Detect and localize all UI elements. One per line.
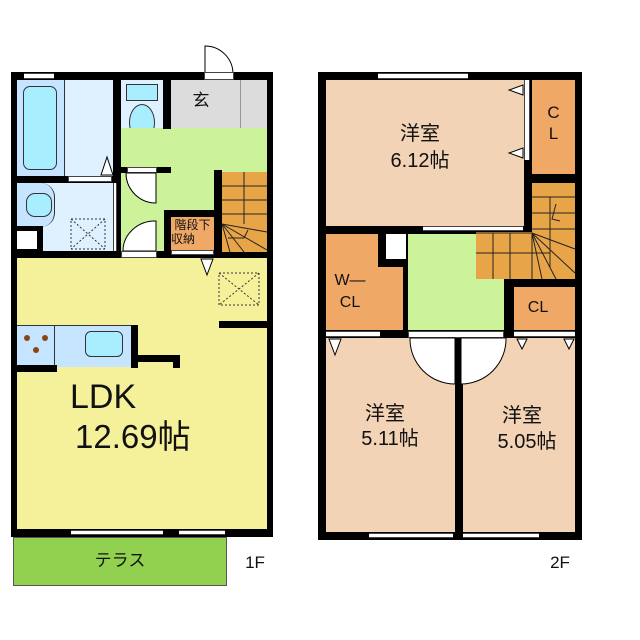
refrigerator-space-icon — [218, 272, 260, 306]
room-b-window — [369, 533, 453, 538]
western-room-c-size: 5.05帖 — [497, 431, 557, 453]
kitchen-bottom-wall — [11, 365, 57, 372]
washbasin-icon — [26, 193, 52, 217]
closet-top-label-c: C — [547, 103, 560, 122]
kitchen-back-wall-end — [173, 355, 180, 368]
closet-door-indicator-icon — [507, 147, 524, 159]
western-room-c-name: 洋室 — [502, 405, 542, 427]
toilet-tank-icon — [126, 84, 158, 101]
room-c-top-sill — [514, 331, 575, 337]
ldk-door-indicator-icon — [200, 258, 214, 277]
burner-icon — [24, 335, 30, 341]
entrance-label: 玄 — [192, 91, 210, 110]
stair-wall-1f — [214, 170, 222, 255]
closet-door-indicator-icon — [328, 338, 342, 357]
floor-label-2f: 2F — [550, 553, 570, 572]
bathtub-icon — [23, 86, 57, 170]
closet-door-indicator-icon — [563, 338, 575, 351]
closet-door-indicator-icon — [507, 84, 524, 96]
ldk-partition — [219, 321, 269, 328]
western-room-a-name: 洋室 — [400, 123, 440, 145]
room-b-top-sill — [326, 331, 380, 337]
terrace — [13, 537, 227, 586]
room-a-door-sill — [423, 226, 523, 231]
walk-in-closet-ext — [378, 267, 403, 330]
closet-top-label-l: L — [548, 124, 559, 143]
sink-icon — [85, 331, 123, 357]
washing-machine-pan-icon — [70, 218, 106, 250]
toilet-door-swing-icon — [125, 172, 157, 204]
hall-bottom-sill — [408, 331, 504, 338]
ldk-window-right — [179, 530, 225, 535]
ldk-size-label: 12.69帖 — [75, 418, 191, 455]
wic-label-line1: W― — [334, 272, 366, 289]
entrance-door-icon — [204, 45, 234, 75]
washroom-corner-box — [17, 231, 37, 249]
room-c-window — [463, 533, 539, 538]
toilet-right-wall — [163, 80, 171, 129]
burner-icon — [33, 347, 39, 353]
ldk-window-left — [71, 530, 163, 535]
wic-label-line2: CL — [339, 294, 361, 311]
storage-label-line1: 階段下 — [174, 218, 211, 232]
washroom-sliding-door — [113, 183, 117, 251]
storage-label-line2: 収納 — [170, 232, 195, 246]
room-doors-swing-icon — [409, 337, 507, 385]
floor-label-1f: 1F — [245, 553, 265, 572]
ldk-entry-sill-left — [121, 251, 157, 258]
closet-mid-label: CL — [527, 299, 549, 316]
washroom-door-swing-icon — [122, 220, 157, 252]
western-room-b-size: 5.11帖 — [361, 428, 419, 450]
ldk-room — [17, 258, 267, 529]
terrace-label: テラス — [94, 551, 146, 570]
western-room-a-window — [378, 73, 468, 79]
western-room-6-12 — [326, 80, 524, 226]
closet-top — [532, 80, 575, 174]
walk-in-closet — [326, 234, 378, 330]
shoe-cabinet — [240, 80, 267, 128]
hallway-2f-lower — [408, 279, 504, 330]
stair-steps-2f-icon — [476, 196, 576, 280]
entrance-door-opening — [204, 72, 234, 80]
closet-mid — [514, 287, 575, 330]
closet-door-strip — [524, 80, 530, 160]
bathroom-window — [24, 73, 54, 79]
western-room-b-name: 洋室 — [365, 403, 405, 425]
ldk-label: LDK — [70, 378, 137, 416]
western-room-a-size: 6.12帖 — [390, 150, 450, 172]
stair-steps-1f-icon — [221, 172, 268, 253]
kitchen-back-wall — [138, 355, 180, 362]
hallway-upper — [170, 128, 267, 173]
bath-door-icon — [100, 155, 114, 176]
kitchen-side-wall — [131, 325, 138, 368]
hall-niche — [386, 234, 406, 259]
stove-icon — [17, 325, 55, 367]
closet-door-indicator-icon — [516, 338, 528, 351]
bath-door-sill — [68, 176, 112, 182]
under-stair-storage — [171, 217, 214, 250]
storage-door-sill — [171, 250, 214, 255]
burner-icon — [42, 335, 48, 341]
